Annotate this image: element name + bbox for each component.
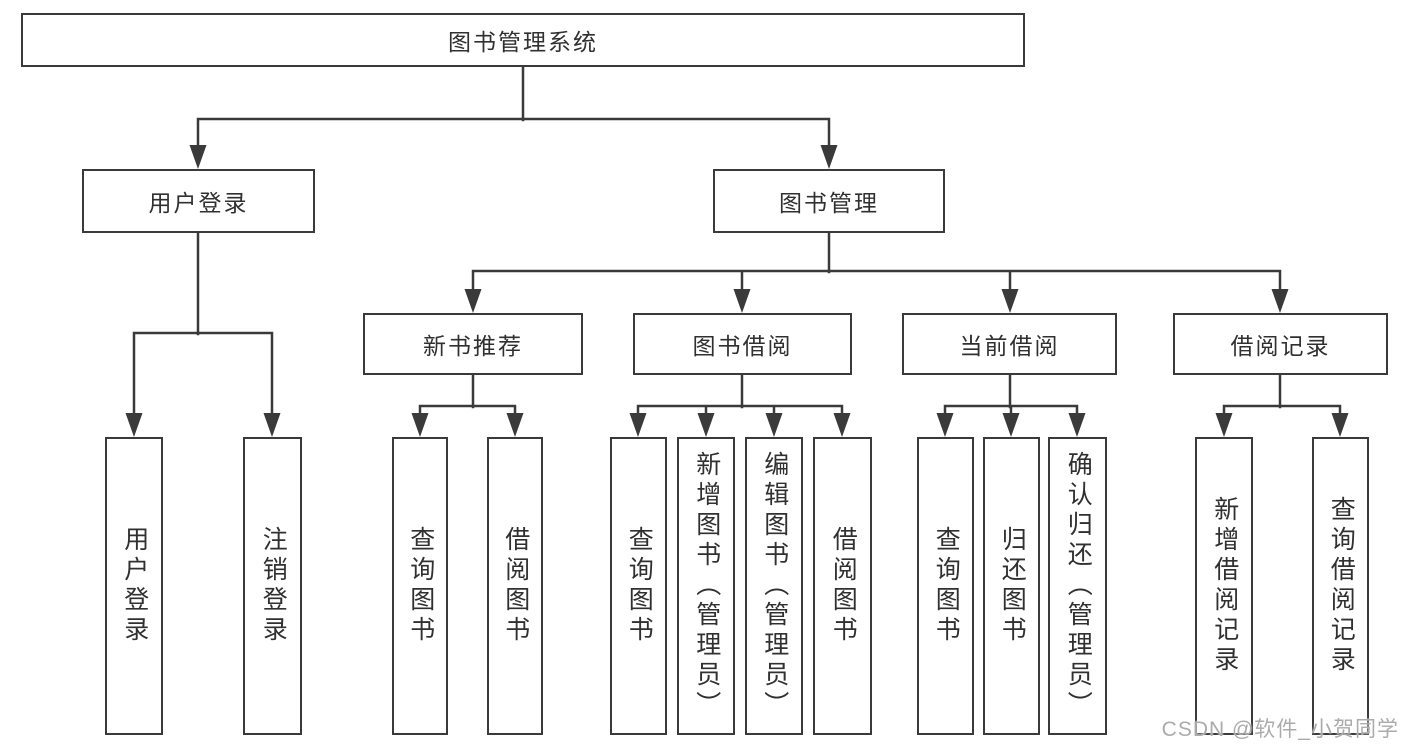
arrowhead — [936, 413, 954, 437]
arrowhead — [411, 413, 429, 437]
connector-recommend-to-leaves — [418, 372, 517, 417]
node-new-book-recommend: 新书推荐 — [363, 313, 583, 375]
leaf-label: 归还图书 — [998, 526, 1027, 646]
arrowhead — [1002, 413, 1020, 437]
arrowhead — [464, 289, 482, 313]
leaf-label: 新增借阅记录 — [1210, 496, 1239, 676]
arrowheads — [125, 145, 1349, 437]
leaf-add-borrow-record: 新增借阅记录 — [1195, 437, 1253, 735]
leaf-borrow-books: 借阅图书 — [813, 437, 872, 735]
arrowhead — [733, 289, 751, 313]
connector-current-to-leaves — [943, 372, 1079, 417]
arrowhead — [1215, 413, 1233, 437]
leaf-label: 确认归还（管理员） — [1064, 451, 1093, 721]
arrowhead — [263, 413, 281, 437]
connector-borrow-to-leaves — [636, 372, 844, 417]
leaf-query-books-recommend: 查询图书 — [392, 437, 448, 735]
leaf-query-books-borrow: 查询图书 — [610, 437, 667, 735]
leaf-query-books-current: 查询图书 — [917, 437, 974, 735]
arrowhead — [1068, 413, 1086, 437]
leaf-label: 编辑图书（管理员） — [760, 451, 789, 721]
arrowhead — [1271, 289, 1289, 313]
arrowhead — [189, 145, 207, 169]
node-book-management: 图书管理 — [713, 169, 945, 233]
leaf-label: 查询借阅记录 — [1327, 496, 1356, 676]
arrowhead — [629, 413, 647, 437]
arrowhead — [1331, 413, 1349, 437]
arrowhead — [1001, 289, 1019, 313]
watermark: CSDN @软件_小贺同学 — [1161, 718, 1399, 741]
leaf-return-book: 归还图书 — [983, 437, 1040, 735]
node-book-borrow: 图书借阅 — [633, 313, 852, 375]
leaf-add-book-admin: 新增图书（管理员） — [677, 437, 735, 735]
leaf-label: 查询图书 — [932, 526, 961, 646]
node-user-login: 用户登录 — [82, 169, 315, 233]
leaf-label: 借阅图书 — [829, 526, 858, 646]
connector-login-to-leaves — [132, 230, 274, 417]
leaf-label: 注销登录 — [259, 526, 288, 646]
node-borrow-records: 借阅记录 — [1173, 313, 1388, 375]
connector-root-to-level2 — [196, 64, 831, 149]
arrowhead — [697, 413, 715, 437]
leaf-borrow-books-recommend: 借阅图书 — [487, 437, 543, 735]
leaf-label: 查询图书 — [406, 526, 435, 646]
connector-records-to-leaves — [1222, 372, 1342, 417]
node-current-borrow: 当前借阅 — [902, 313, 1117, 375]
leaf-user-login: 用户登录 — [105, 437, 163, 735]
node-root-library-system: 图书管理系统 — [21, 13, 1025, 67]
leaf-label: 用户登录 — [120, 526, 149, 646]
arrowhead — [506, 413, 524, 437]
leaf-label: 借阅图书 — [501, 526, 530, 646]
leaf-label: 新增图书（管理员） — [692, 451, 721, 721]
leaf-edit-book-admin: 编辑图书（管理员） — [745, 437, 803, 735]
arrowhead — [125, 413, 143, 437]
leaf-confirm-return-admin: 确认归还（管理员） — [1048, 437, 1107, 735]
leaf-label: 查询图书 — [625, 526, 654, 646]
leaf-logout: 注销登录 — [243, 437, 302, 735]
connector-management-to-level3 — [471, 230, 1282, 293]
leaf-query-borrow-record: 查询借阅记录 — [1312, 437, 1369, 735]
arrowhead — [820, 145, 838, 169]
arrowhead — [833, 413, 851, 437]
arrowhead — [765, 413, 783, 437]
